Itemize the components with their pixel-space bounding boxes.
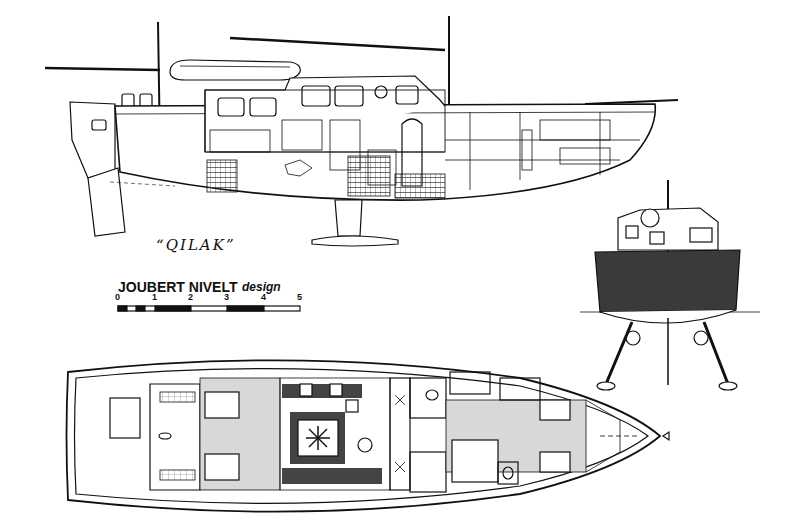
- plan-view: [67, 360, 670, 511]
- boat-name: “QILAK”: [156, 238, 236, 253]
- designer-suffix: design: [242, 281, 281, 293]
- designer-name: JOUBERT NIVELT: [118, 280, 238, 294]
- scale-number: 3: [224, 293, 229, 302]
- scale-bar: [118, 306, 300, 311]
- side-profile: [45, 16, 678, 246]
- scale-number: 1: [152, 293, 157, 302]
- scale-number: 5: [297, 293, 302, 302]
- front-view: [580, 180, 760, 390]
- scale-number: 4: [261, 293, 266, 302]
- scale-number: 0: [115, 293, 120, 302]
- scale-number: 2: [188, 293, 193, 302]
